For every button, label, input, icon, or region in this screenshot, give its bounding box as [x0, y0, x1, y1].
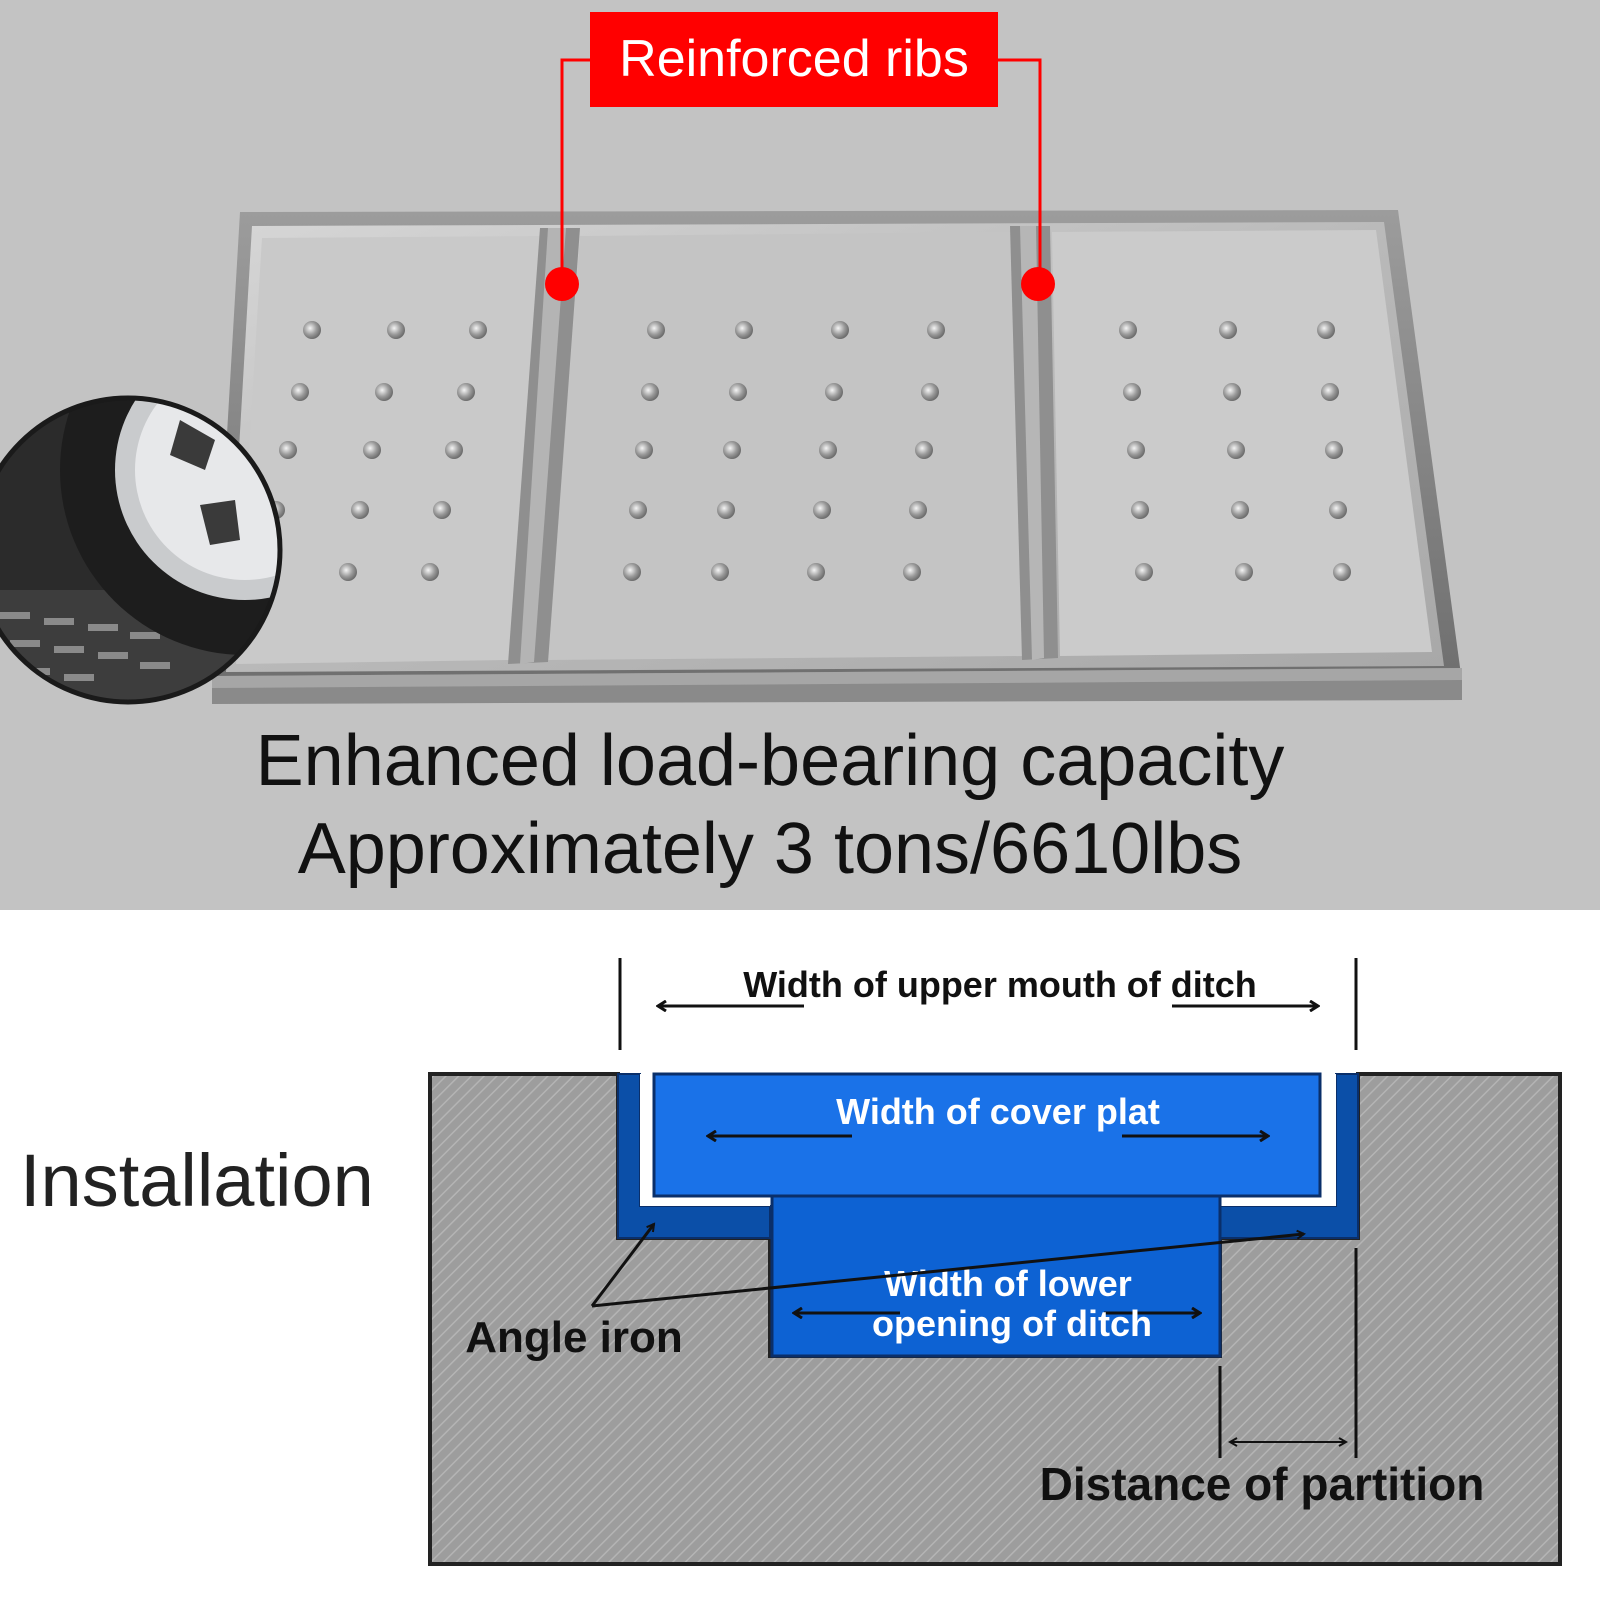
dimple	[1235, 563, 1253, 581]
callout-dot-left	[545, 267, 579, 301]
dimple	[1231, 501, 1249, 519]
partition-dimension: Distance of partition	[1040, 1248, 1485, 1510]
lower-opening-dimension: Width of lower opening of ditch	[794, 1263, 1200, 1344]
dimple	[819, 441, 837, 459]
dimple	[623, 563, 641, 581]
dimple	[1123, 383, 1141, 401]
dimple	[1321, 383, 1339, 401]
dimple	[807, 563, 825, 581]
dimple	[363, 441, 381, 459]
dimple	[1131, 501, 1149, 519]
steel-tray	[212, 210, 1462, 704]
lower-opening-label-line2: opening of ditch	[872, 1303, 1152, 1344]
dimple	[351, 501, 369, 519]
dimple	[1119, 321, 1137, 339]
dimple	[831, 321, 849, 339]
dimple	[647, 321, 665, 339]
dimple	[825, 383, 843, 401]
panel-left	[236, 236, 540, 664]
dimple	[729, 383, 747, 401]
callout-leaders	[545, 58, 1055, 301]
dimple	[375, 383, 393, 401]
dimple	[641, 383, 659, 401]
dimple	[445, 441, 463, 459]
partition-label: Distance of partition	[1040, 1458, 1485, 1510]
dimple	[1333, 563, 1351, 581]
dimple	[387, 321, 405, 339]
dimple	[723, 441, 741, 459]
lower-ditch-opening	[770, 1194, 1222, 1358]
ditch-cross-section: Width of upper mouth of ditch Width of c…	[428, 958, 1562, 1566]
product-photo-panel: Reinforced ribs Enhanced load-bearing ca…	[0, 0, 1600, 910]
dimple	[909, 501, 927, 519]
anti-slip-dimples	[255, 321, 1351, 581]
dimple	[303, 321, 321, 339]
dimple	[735, 321, 753, 339]
grating-tray-illustration	[0, 58, 1462, 705]
cover-plate-dimension: Width of cover plat	[708, 1091, 1268, 1136]
upper-mouth-dimension: Width of upper mouth of ditch	[618, 958, 1358, 1050]
dimple	[1325, 441, 1343, 459]
dimple	[921, 383, 939, 401]
dimple	[903, 563, 921, 581]
dimple	[469, 321, 487, 339]
dimple	[813, 501, 831, 519]
upper-mouth-label: Width of upper mouth of ditch	[743, 964, 1257, 1005]
dimple	[1223, 383, 1241, 401]
dimple	[1317, 321, 1335, 339]
dimple	[433, 501, 451, 519]
dimple	[1227, 441, 1245, 459]
dimple	[915, 441, 933, 459]
dimple	[421, 563, 439, 581]
dimple	[291, 383, 309, 401]
dimple	[1219, 321, 1237, 339]
panel-middle	[548, 232, 1024, 660]
angle-iron-label: Angle iron	[465, 1313, 683, 1362]
tire-inset-photo	[0, 395, 283, 705]
installation-diagram-panel: Installation	[0, 910, 1600, 1600]
lower-opening-label-line1: Width of lower	[884, 1263, 1132, 1304]
dimple	[339, 563, 357, 581]
weight-rating-caption: Approximately 3 tons/6610lbs	[297, 809, 1243, 889]
dimple	[629, 501, 647, 519]
cover-plate-label: Width of cover plat	[836, 1091, 1160, 1132]
callout-dot-right	[1021, 267, 1055, 301]
panel-right	[1052, 230, 1432, 656]
dimple	[279, 441, 297, 459]
dimple	[1135, 563, 1153, 581]
dimple	[1127, 441, 1145, 459]
dimple	[717, 501, 735, 519]
dimple	[1329, 501, 1347, 519]
dimple	[711, 563, 729, 581]
dimple	[635, 441, 653, 459]
dimple	[927, 321, 945, 339]
reinforced-ribs-label: Reinforced ribs	[590, 12, 998, 107]
load-capacity-caption: Enhanced load-bearing capacity	[255, 721, 1285, 801]
angle-iron-pointers: Angle iron	[465, 1224, 1304, 1362]
installation-title: Installation	[20, 1139, 374, 1222]
dimple	[457, 383, 475, 401]
